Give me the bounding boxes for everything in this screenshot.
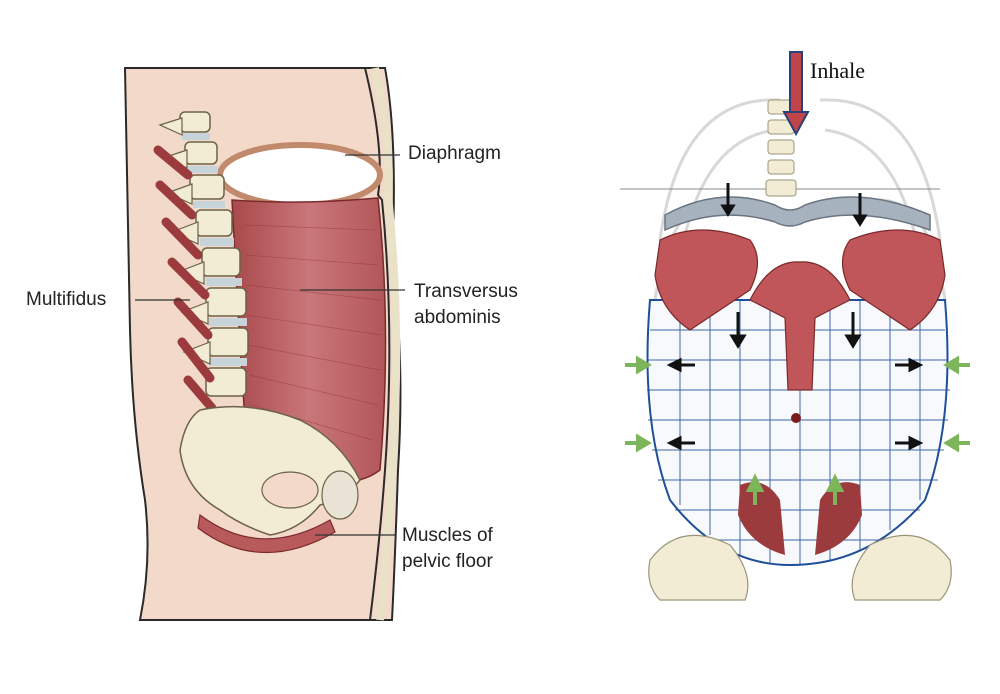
inhale-label: Inhale: [810, 58, 865, 84]
diaphragm-dome: [665, 197, 930, 230]
front-view-illustration: [600, 0, 1000, 694]
diaphragm-label: Diaphragm: [408, 142, 501, 166]
navel: [791, 413, 801, 423]
multifidus-label: Multifidus: [26, 288, 106, 312]
diaphragm-muscle: [220, 145, 380, 205]
core-muscles-side-view: Diaphragm Multifidus Transversus abdomin…: [0, 0, 560, 694]
breathing-front-view: Inhale: [600, 0, 1000, 694]
transversus-label-line1: Transversus: [414, 280, 518, 304]
pelvic-floor-label-line2: pelvic floor: [402, 550, 493, 574]
side-view-illustration: [0, 0, 560, 694]
transversus-label-line2: abdominis: [414, 306, 501, 330]
pelvic-floor-label-line1: Muscles of: [402, 524, 493, 548]
